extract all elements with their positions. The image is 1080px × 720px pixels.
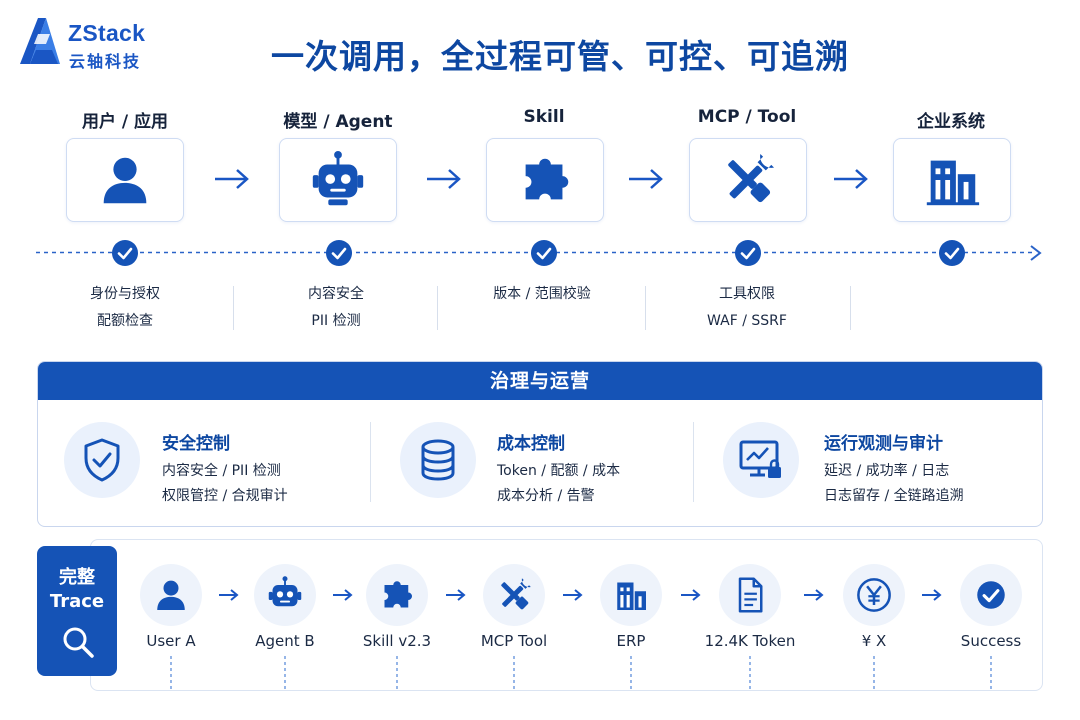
- robot-icon: [312, 150, 364, 206]
- stage-box-mcp: [689, 138, 807, 222]
- arrow-right-icon: [333, 589, 353, 601]
- gov-icon-security: [64, 422, 140, 498]
- monitor-lock-icon: [739, 440, 781, 478]
- gov-line: Token / 配额 / 成本: [497, 463, 621, 479]
- governance-header: 治理与运营: [38, 362, 1042, 400]
- gov-line: 成本分析 / 告警: [497, 488, 595, 504]
- puzzle-icon: [384, 581, 412, 608]
- tools-icon: [501, 578, 531, 610]
- trace-dotted-line: [513, 656, 515, 692]
- gov-line: 权限管控 / 合规审计: [162, 488, 288, 504]
- gov-icon-cost: [400, 422, 476, 498]
- document-icon: [738, 577, 763, 613]
- check-circle-icon: [531, 240, 557, 266]
- trace-dotted-line: [990, 656, 992, 692]
- arrow-right-icon: [219, 589, 239, 601]
- control-text-skill: 版本 / 范围校验: [493, 286, 591, 302]
- check-circle-icon: [939, 240, 965, 266]
- brand-name-cn: 云轴科技: [69, 52, 142, 71]
- page-title: 一次调用，全过程可管、可控、可追溯: [271, 37, 849, 76]
- trace-step-label: Skill v2.3: [362, 632, 432, 650]
- stage-box-enterprise: [893, 138, 1011, 222]
- arrow-right-icon: [922, 589, 942, 601]
- arrow-right-icon: [681, 589, 701, 601]
- arrow-right-icon: [563, 589, 583, 601]
- trace-step-success: [960, 564, 1022, 626]
- governance-panel: 治理与运营 安全控制 内容安全 / PII 检测 权限管控 / 合规审计 成本控…: [37, 361, 1043, 527]
- trace-dotted-line: [170, 656, 172, 692]
- trace-dotted-line: [630, 656, 632, 692]
- divider: [370, 422, 371, 502]
- trace-step-skill: [366, 564, 428, 626]
- user-icon: [103, 157, 147, 204]
- zstack-logo-icon: [20, 18, 60, 64]
- gov-title-security: 安全控制: [162, 434, 230, 454]
- brand-logo: ZStack 云轴科技: [16, 14, 166, 71]
- trace-step-label: User A: [146, 632, 196, 650]
- divider: [693, 422, 694, 502]
- stage-label-mcp: MCP / Tool: [697, 107, 797, 127]
- trace-step-label: Agent B: [255, 632, 315, 650]
- arrow-right-icon: [215, 169, 249, 189]
- magnifier-icon: [63, 627, 94, 658]
- gov-icon-observability: [723, 422, 799, 498]
- trace-step-label: MCP Tool: [480, 632, 548, 650]
- user-icon: [157, 580, 185, 610]
- building-icon: [617, 582, 646, 610]
- brand-name: ZStack: [68, 20, 146, 46]
- trace-dotted-line: [284, 656, 286, 692]
- gov-title-cost: 成本控制: [497, 434, 565, 454]
- gov-title-observability: 运行观测与审计: [824, 434, 943, 454]
- trace-step-label: ¥ X: [861, 632, 887, 650]
- trace-dotted-line: [396, 656, 398, 692]
- arrow-right-icon: [834, 169, 868, 189]
- trace-step-agent: [254, 564, 316, 626]
- trace-step-label: Success: [960, 632, 1022, 650]
- check-circle-icon: [735, 240, 761, 266]
- stage-box-user: [66, 138, 184, 222]
- trace-step-token: [719, 564, 781, 626]
- check-circle-icon: [112, 240, 138, 266]
- database-icon: [421, 439, 455, 481]
- timeline-arrowhead-icon: [1030, 245, 1042, 261]
- puzzle-icon: [525, 158, 569, 200]
- trace-dotted-line: [873, 656, 875, 692]
- tools-icon: [728, 153, 775, 203]
- gov-line: 日志留存 / 全链路追溯: [824, 488, 964, 504]
- trace-step-cost: [843, 564, 905, 626]
- trace-step-erp: [600, 564, 662, 626]
- shield-check-icon: [84, 438, 120, 482]
- divider: [850, 286, 851, 330]
- stage-label-user: 用户 / 应用: [81, 112, 169, 132]
- arrow-right-icon: [427, 169, 461, 189]
- yen-icon: [857, 578, 891, 612]
- trace-badge: 完整 Trace: [37, 546, 117, 676]
- arrow-right-icon: [446, 589, 466, 601]
- divider: [233, 286, 234, 330]
- trace-dotted-line: [749, 656, 751, 692]
- trace-step-label: 12.4K Token: [704, 632, 796, 650]
- gov-line: 延迟 / 成功率 / 日志: [824, 463, 950, 479]
- trace-panel: [90, 539, 1043, 691]
- robot-icon: [268, 576, 302, 607]
- arrow-right-icon: [804, 589, 824, 601]
- trace-step-user: [140, 564, 202, 626]
- control-text-user: 身份与授权配额检查: [90, 286, 160, 329]
- building-icon: [926, 160, 980, 206]
- gov-line: 内容安全 / PII 检测: [162, 463, 281, 479]
- stage-label-skill: Skill: [523, 107, 565, 127]
- arrow-right-icon: [629, 169, 663, 189]
- stage-label-agent: 模型 / Agent: [283, 112, 393, 132]
- stage-box-agent: [279, 138, 397, 222]
- trace-step-label: ERP: [616, 632, 646, 650]
- check-circle-icon: [326, 240, 352, 266]
- stage-label-enterprise: 企业系统: [917, 112, 985, 132]
- divider: [437, 286, 438, 330]
- trace-step-mcp: [483, 564, 545, 626]
- stage-box-skill: [486, 138, 604, 222]
- check-circle-icon: [977, 581, 1005, 609]
- divider: [645, 286, 646, 330]
